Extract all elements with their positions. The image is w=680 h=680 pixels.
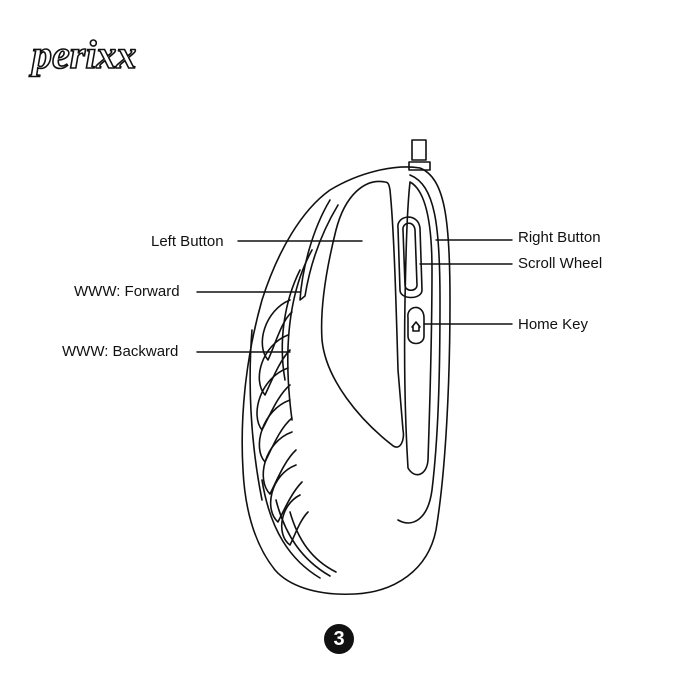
label-www-forward: WWW: Forward — [74, 283, 180, 301]
home-key — [408, 307, 424, 343]
side-button-strip — [300, 200, 338, 300]
mouse-body-outline — [242, 167, 450, 594]
left-button-panel — [322, 181, 404, 447]
mouse-cable — [409, 140, 430, 170]
page-number-badge: 3 — [324, 624, 354, 654]
label-www-backward: WWW: Backward — [62, 343, 178, 361]
label-home-key: Home Key — [518, 316, 588, 334]
callout-leader-lines — [197, 240, 512, 352]
label-right-button: Right Button — [518, 229, 601, 247]
label-scroll-wheel: Scroll Wheel — [518, 255, 602, 273]
scroll-wheel-slot — [398, 217, 422, 297]
scroll-wheel — [403, 223, 417, 290]
label-left-button: Left Button — [151, 233, 224, 251]
